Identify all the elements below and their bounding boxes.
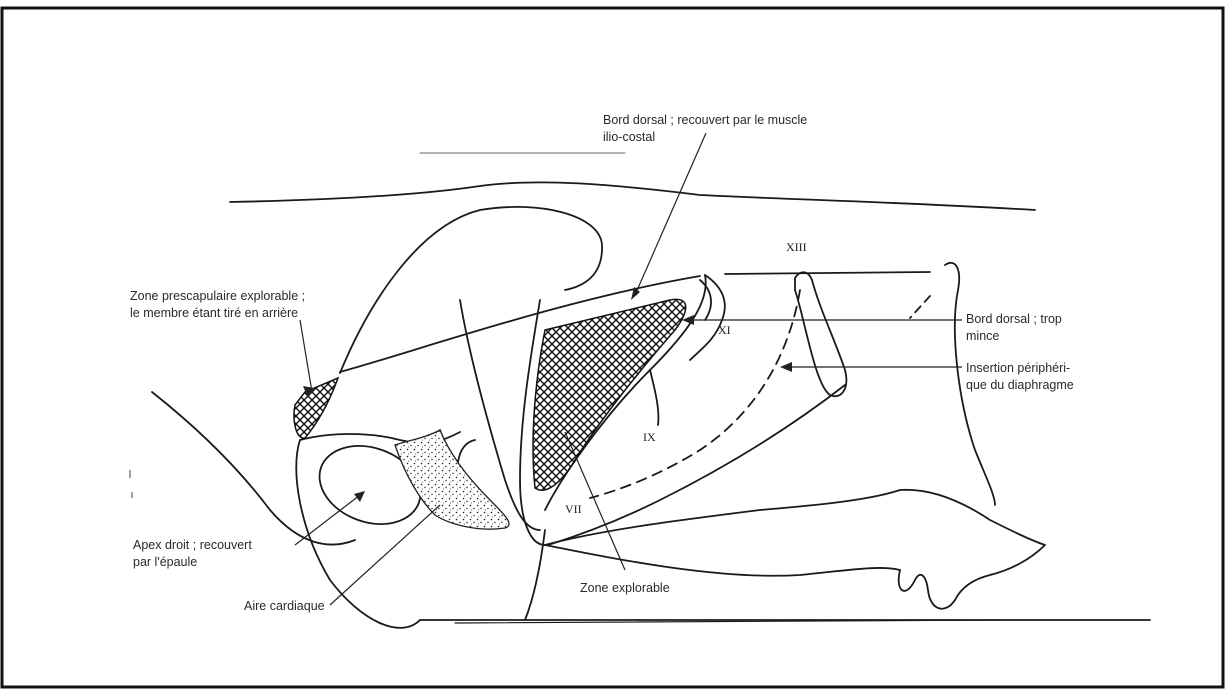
pointer-bord-dorsal-top [635,133,706,295]
flank-dash [910,296,930,318]
back-contour [230,182,1035,210]
rib-ix-stub [650,370,658,425]
label-aire-cardiaque: Aire cardiaque [244,598,325,615]
label-bord-dorsal-right-1: Bord dorsal ; trop [966,311,1062,328]
label-zone-prescap-1: Zone prescapulaire explorable ; [130,288,305,305]
pointer-zone-explorable [565,432,625,570]
label-apex-1: Apex droit ; recouvert [133,537,252,554]
label-bord-dorsal-top-1: Bord dorsal ; recouvert par le muscle [603,112,807,129]
label-insertion-1: Insertion périphéri- [966,360,1070,377]
label-insertion-2: que du diaphragme [966,377,1074,394]
hind-leg [899,490,1045,609]
rib-label-xiii: XIII [786,240,807,255]
arrowhead-apex [354,491,365,502]
arrowhead-insertion [780,362,792,372]
zone-prescapulaire-hatch [294,378,338,438]
label-bord-dorsal-right-2: mince [966,328,999,345]
label-bord-dorsal-top-2: ilio-costal [603,129,655,146]
rib-xiii [795,272,846,396]
belly-line [545,545,900,576]
dorsal-rib-line [725,272,930,274]
rib-label-xi: XI [718,323,731,338]
label-zone-explorable: Zone explorable [580,580,670,597]
tick-marks [130,470,132,498]
label-apex-2: par l'épaule [133,554,197,571]
label-zone-prescap-2: le membre étant tiré en arrière [130,305,298,322]
zone-explorable-hatch [533,299,686,490]
ventral-line [545,490,900,545]
rib-label-vii: VII [565,502,582,517]
forelimb-lower [525,530,545,620]
pointer-prescap [300,320,312,392]
pointer-aire-cardiaque [330,505,440,605]
rib-label-ix: IX [643,430,656,445]
